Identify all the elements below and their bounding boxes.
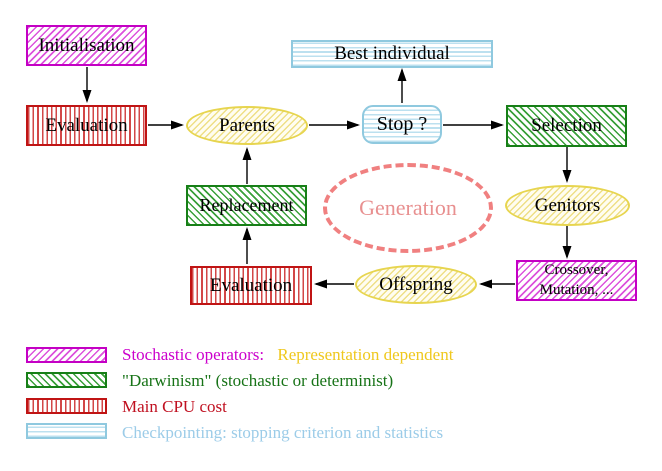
node-selection-label: Selection	[531, 115, 602, 136]
node-crossover-mutation: Crossover, Mutation, ...	[516, 260, 637, 301]
generation-label: Generation	[359, 195, 457, 220]
node-evaluation-top-label: Evaluation	[45, 114, 128, 136]
node-offspring-label: Offspring	[379, 273, 453, 295]
node-stop: Stop ?	[362, 105, 442, 144]
legend-swatch-cpu	[26, 398, 107, 414]
node-evaluation-bottom: Evaluation	[190, 266, 312, 305]
node-genitors-label: Genitors	[534, 194, 601, 216]
legend-darwinism-text: "Darwinism" (stochastic or determinist)	[122, 371, 394, 390]
legend-swatch-checkpointing	[26, 423, 107, 439]
legend-cpu-text: Main CPU cost	[122, 397, 227, 416]
node-replacement-label: Replacement	[199, 195, 294, 215]
node-stop-label: Stop ?	[376, 113, 428, 135]
node-genitors: Genitors	[505, 185, 630, 226]
node-selection: Selection	[506, 105, 627, 147]
generation-cycle-ellipse: Generation	[323, 163, 493, 253]
legend-label-cpu: Main CPU cost	[122, 397, 227, 417]
node-replacement: Replacement	[186, 185, 307, 226]
node-evaluation-top: Evaluation	[26, 105, 147, 146]
node-parents: Parents	[186, 106, 308, 145]
legend-label-darwinism: "Darwinism" (stochastic or determinist)	[122, 371, 393, 391]
legend-label-checkpointing: Checkpointing: stopping criterion and st…	[122, 423, 443, 443]
legend-swatch-darwinism	[26, 372, 107, 388]
node-crossover-line1: Crossover,	[544, 262, 609, 278]
node-initialisation: Initialisation	[26, 25, 147, 66]
node-evaluation-bottom-label: Evaluation	[209, 274, 293, 296]
node-parents-label: Parents	[219, 114, 275, 136]
legend-representation-text: Representation dependent	[277, 345, 454, 364]
node-offspring: Offspring	[355, 265, 477, 304]
node-best-individual: Best individual	[291, 40, 493, 68]
node-crossover-line2: Mutation, ...	[539, 281, 614, 298]
legend-swatch-stochastic	[26, 347, 107, 363]
legend-stochastic-text: Stochastic operators:	[122, 345, 265, 364]
node-best-individual-label: Best individual	[334, 43, 450, 64]
node-initialisation-label: Initialisation	[38, 34, 135, 56]
legend-label-stochastic: Stochastic operators: Representation dep…	[122, 345, 453, 365]
legend-checkpointing-text: Checkpointing: stopping criterion and st…	[122, 423, 444, 442]
